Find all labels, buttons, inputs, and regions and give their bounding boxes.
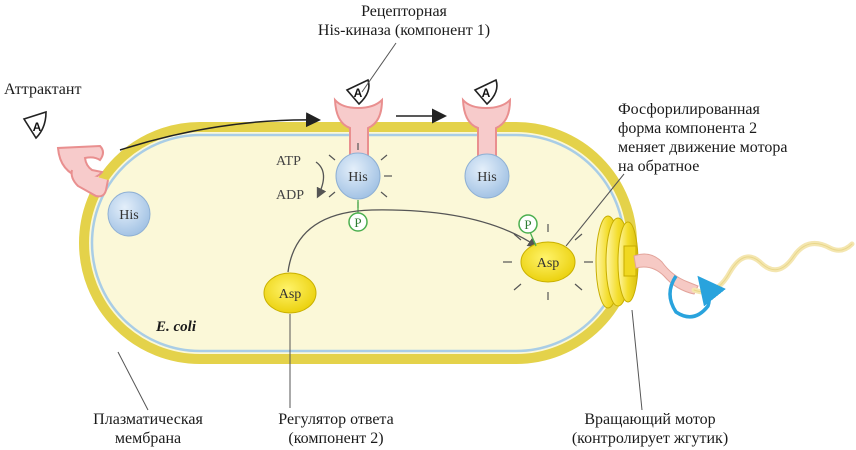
adp-label: ADP <box>276 188 304 203</box>
phosphate-his: P <box>348 212 368 232</box>
regulator-label: Регулятор ответа (компонент 2) <box>236 410 436 448</box>
receptor-unbound <box>56 144 109 198</box>
phospho-form-line-3: меняет движение мотора <box>618 139 788 156</box>
phosphate-asp: P <box>518 214 538 234</box>
membrane-line-2: мембрана <box>114 430 182 447</box>
phosphate-his-label: P <box>354 215 361 230</box>
phospho-form-line-2: форма компонента 2 <box>618 120 758 137</box>
regulator-line-2: (компонент 2) <box>288 430 384 447</box>
motor-line-1: Вращающий мотор <box>584 411 716 428</box>
flagellum-icon <box>633 241 855 295</box>
attractant-triangle-icon: A <box>22 110 47 140</box>
his-center-label: His <box>348 170 367 185</box>
phospho-form-line-4: на обратное <box>618 158 700 175</box>
attractant-letter-free: A <box>33 120 42 134</box>
motor-label: Вращающий мотор (контролирует жгутик) <box>540 410 760 448</box>
organism-label: E. coli <box>156 319 196 335</box>
regulator-line-1: Регулятор ответа <box>278 411 394 428</box>
asp-regulator-label: Asp <box>279 287 302 302</box>
attractant-label: Аттрактант <box>4 81 82 98</box>
attractant-letter-right: A <box>482 86 491 100</box>
rotation-arrow-icon <box>668 275 726 319</box>
atp-adp-arrow <box>315 161 327 199</box>
asp-phosphorylated-label: Asp <box>537 256 560 271</box>
asp-regulator: Asp <box>263 272 317 314</box>
his-left-label: His <box>119 208 138 223</box>
his-left: His <box>107 191 151 237</box>
phospho-form-line-1: Фосфорилированная <box>618 101 760 118</box>
binding-arrow <box>119 112 321 151</box>
receptor-right: A <box>461 78 512 159</box>
membrane-label: Плазматическая мембрана <box>58 410 238 448</box>
receptor-kinase-line-2: His-киназа (компонент 1) <box>317 22 491 39</box>
his-right: His <box>464 153 510 199</box>
rotary-motor-icon <box>595 215 639 309</box>
receptor-kinase-label: Рецепторная His-киназа (компонент 1) <box>286 2 522 40</box>
membrane-line-1: Плазматическая <box>93 411 203 428</box>
receptor-bound: A <box>333 78 384 159</box>
his-center: His <box>328 143 392 208</box>
receptor-kinase-line-1: Рецепторная <box>361 3 447 20</box>
asp-phosphorylated: Asp <box>503 224 593 300</box>
phospho-form-label: Фосфорилированная форма компонента 2 мен… <box>618 100 787 176</box>
his-right-label: His <box>477 170 496 185</box>
leader-lines <box>117 42 643 411</box>
attractant-letter-bound: A <box>354 86 363 100</box>
motor-line-2: (контролирует жгутик) <box>571 430 729 447</box>
atp-label: ATP <box>276 154 301 169</box>
phosphotransfer-arc <box>287 209 539 273</box>
phosphate-asp-label: P <box>524 217 531 232</box>
